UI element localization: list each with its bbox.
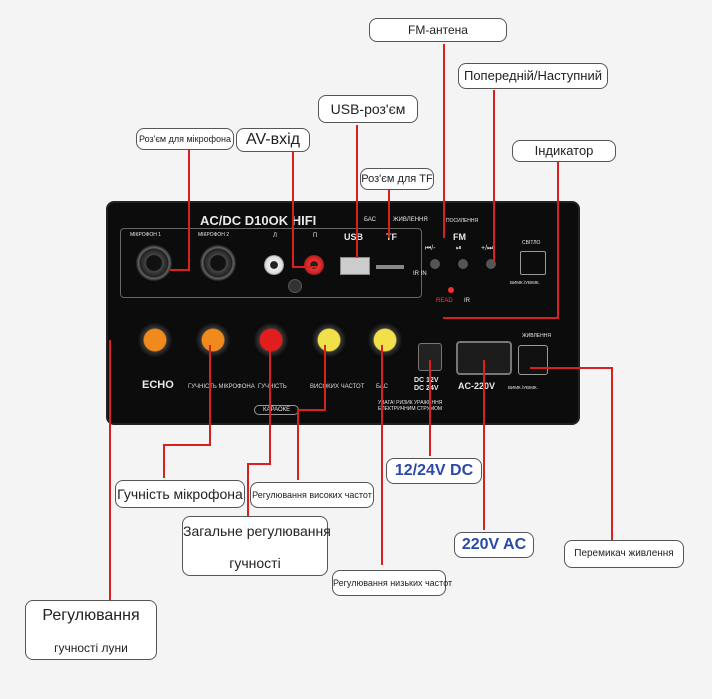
play-btn-cap[interactable] — [458, 259, 468, 269]
power-leader — [530, 367, 613, 545]
indicator-led — [448, 287, 454, 293]
play-button[interactable]: ⏯ — [456, 245, 462, 252]
echo-label: ECHO — [142, 379, 174, 391]
master-volume-line2: гучності — [229, 555, 281, 571]
warning-text: УВАГА! РИЗИК УРАЖЕННЯ ЕЛЕКТРИЧНИМ СТРУМО… — [378, 400, 443, 412]
indicator-callout: Індикатор — [512, 140, 616, 162]
mic-volume-leader — [163, 345, 211, 478]
ir-in-label: IR IN — [413, 271, 427, 277]
usb-port[interactable] — [340, 257, 370, 275]
amplifier-panel: AC/DC D10OK HIFI МІКРОФОН 1 МІКРОФОН 2 Л… — [108, 203, 578, 423]
av-input-callout: AV-вхід — [236, 128, 310, 152]
echo-knob[interactable] — [138, 323, 172, 357]
mic1-label: МІКРОФОН 1 — [130, 232, 162, 238]
mic1-jack[interactable] — [136, 245, 172, 281]
av-left-jack[interactable] — [264, 255, 284, 275]
av-l-label: Л — [273, 233, 277, 239]
power-top-label: ЖИВЛЕННЯ — [393, 217, 428, 223]
treble-callout: Регулювання високих частот — [250, 482, 374, 508]
power-switch-label: ЖИВЛЕННЯ — [522, 333, 551, 339]
treble-leader — [297, 345, 326, 480]
dc-text: DC 12V DC 24V — [414, 377, 439, 392]
master-volume-line1: Загальне регулювання — [183, 523, 331, 539]
mic2-label: МІКРОФОН 2 — [198, 232, 230, 238]
av-screw — [288, 279, 302, 293]
av-right-jack[interactable] — [304, 255, 324, 275]
master-volume-callout: Загальне регулювання гучності — [182, 516, 331, 576]
tf-callout: Роз'єм для TF — [360, 168, 434, 190]
bass-knob[interactable] — [368, 323, 402, 357]
next-button[interactable]: +/⏭ — [481, 245, 494, 252]
ac-text: AC-220V — [458, 381, 496, 391]
fm-antenna-callout: FM-антена — [369, 18, 507, 42]
mic-volume-knob[interactable] — [196, 323, 230, 357]
master-volume-label: ГУЧНІСТЬ — [258, 384, 287, 390]
av-input-leader — [292, 150, 318, 268]
light-label: СВІТЛО — [522, 240, 541, 246]
treble-label: ВИСОКИХ ЧАСТОТ — [310, 384, 365, 390]
prev-button[interactable]: ⏮/- — [425, 245, 436, 252]
light-onoff-label: ВИМК./УВІМК. — [510, 280, 540, 285]
ac-callout: 220V AC — [454, 532, 534, 558]
tf-slot[interactable] — [376, 265, 404, 269]
master-leader — [247, 345, 271, 520]
indicator-leader — [443, 160, 559, 319]
mic-jack-callout: Роз'єм для мікрофона — [136, 128, 234, 150]
usb-callout: USB-роз'єм — [318, 95, 418, 123]
light-switch[interactable] — [520, 251, 546, 275]
echo-volume-line1: Регулювання — [42, 607, 140, 624]
treble-knob[interactable] — [312, 323, 346, 357]
echo-volume-line2: гучності луни — [54, 641, 128, 655]
mic-volume-label: ГУЧНІСТЬ МІКРОФОНА — [188, 384, 255, 390]
prev-next-callout: Попередній/Наступний — [458, 63, 608, 89]
model-title: AC/DC D10OK HIFI — [200, 213, 317, 228]
input-frame — [120, 228, 422, 298]
av-r-label: П — [313, 233, 318, 239]
mic2-jack[interactable] — [200, 245, 236, 281]
usb-label: USB — [344, 232, 364, 242]
ac-socket[interactable] — [456, 341, 512, 375]
bass-callout: Регулювання низьких частот — [332, 570, 452, 596]
signal-label: ПОСИЛЕННЯ — [446, 218, 479, 224]
mic-jack-leader — [170, 148, 190, 271]
power-onoff-label: ВИМК./УВІМК. — [508, 385, 538, 390]
prev-btn-cap[interactable] — [430, 259, 440, 269]
fm-label: FM — [453, 232, 466, 242]
read-label: READ — [436, 298, 453, 304]
next-btn-cap[interactable] — [486, 259, 496, 269]
power-switch[interactable] — [518, 345, 548, 375]
bass-top-label: БАС — [364, 217, 377, 223]
ir-label: IR — [464, 298, 470, 304]
echo-volume-callout: Регулювання гучності луни — [25, 600, 157, 660]
tf-label: TF — [386, 232, 397, 242]
mic-volume-callout: Гучність мікрофона — [115, 480, 245, 508]
power-switch-callout: Перемикач живлення — [564, 540, 684, 568]
dc-callout: 12/24V DC — [386, 458, 482, 484]
